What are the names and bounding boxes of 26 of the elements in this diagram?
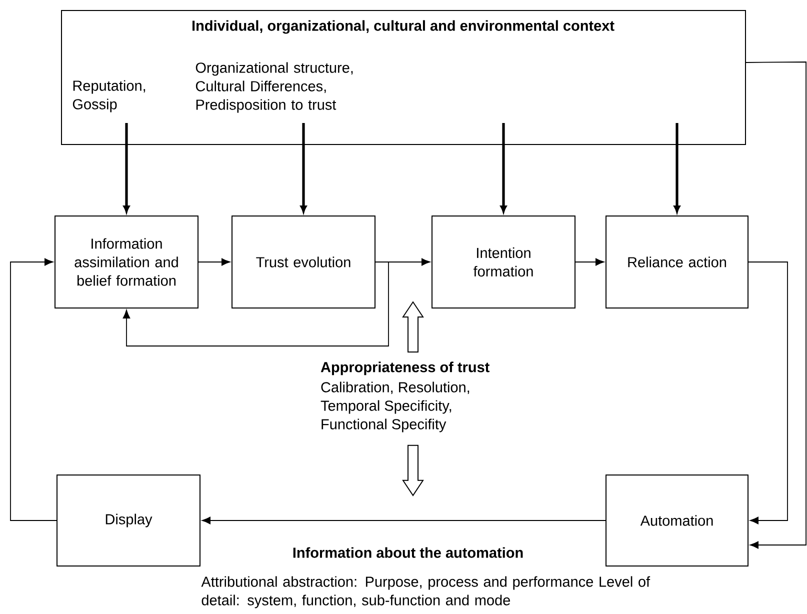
hollow-arrow (402, 301, 424, 352)
heading: Appropriateness of trust (320, 362, 490, 376)
arrow (575, 258, 604, 266)
description-text: Attributional abstraction: Purpose, process and performance Level of detail: system, function, sub-function and mode (201, 576, 650, 608)
process-box: Information assimilation and belief formation (54, 216, 198, 308)
arrow (123, 123, 130, 213)
process-box: Trust evolution (232, 216, 376, 308)
arrow (500, 123, 507, 213)
arrow (202, 516, 606, 524)
label-heading: Information about the automation (293, 547, 523, 558)
arrow (300, 123, 307, 213)
process-box: Automation (606, 474, 748, 566)
arrow (674, 123, 680, 213)
arrow (10, 258, 57, 521)
arrow (748, 262, 788, 524)
arrow (746, 62, 806, 549)
process-box: Display (56, 474, 200, 566)
hollow-arrow (402, 444, 424, 496)
arrow (122, 262, 389, 346)
arrow (198, 258, 230, 266)
factor-text: Reputation, Gossip (72, 80, 146, 112)
criteria-text: Calibration, Resolution, Temporal Specificity, Functional Specifity (320, 382, 470, 432)
process-box: Intention formation (432, 216, 576, 308)
context-heading: Individual, organizational, cultural and environmental context (192, 20, 614, 34)
factor-text: Organizational structure, Cultural Differences, Predisposition to trust (196, 62, 353, 113)
process-box: Reliance action (606, 216, 748, 308)
